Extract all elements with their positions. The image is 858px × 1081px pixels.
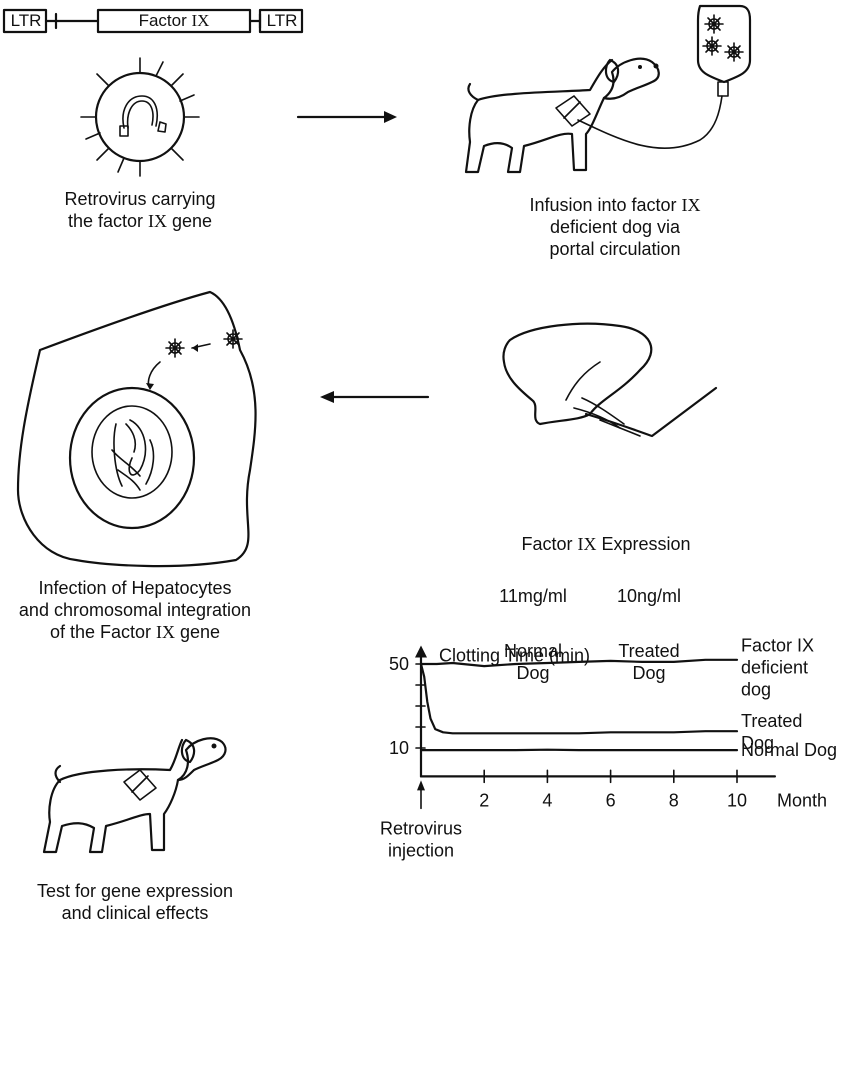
injection-arrowhead bbox=[417, 780, 425, 790]
series-label-1: Treated bbox=[741, 711, 802, 731]
y-tick-label: 10 bbox=[389, 738, 409, 758]
annotation-line-1: Retrovirus bbox=[380, 818, 462, 838]
x-axis-label: Month bbox=[777, 790, 827, 810]
x-tick-label: 6 bbox=[606, 790, 616, 810]
x-tick-label: 8 bbox=[669, 790, 679, 810]
series-label-0: Factor IX bbox=[741, 636, 814, 656]
x-tick-label: 2 bbox=[479, 790, 489, 810]
annotation-line-2: injection bbox=[388, 840, 454, 860]
y-tick-label: 50 bbox=[389, 654, 409, 674]
y-axis-arrowhead bbox=[415, 646, 427, 658]
series-label-0: dog bbox=[741, 680, 771, 700]
series-label-0: deficient bbox=[741, 658, 808, 678]
x-tick-label: 10 bbox=[727, 790, 747, 810]
series-line-1 bbox=[421, 664, 737, 733]
series-label-2: Normal Dog bbox=[741, 740, 837, 760]
x-tick-label: 4 bbox=[542, 790, 552, 810]
